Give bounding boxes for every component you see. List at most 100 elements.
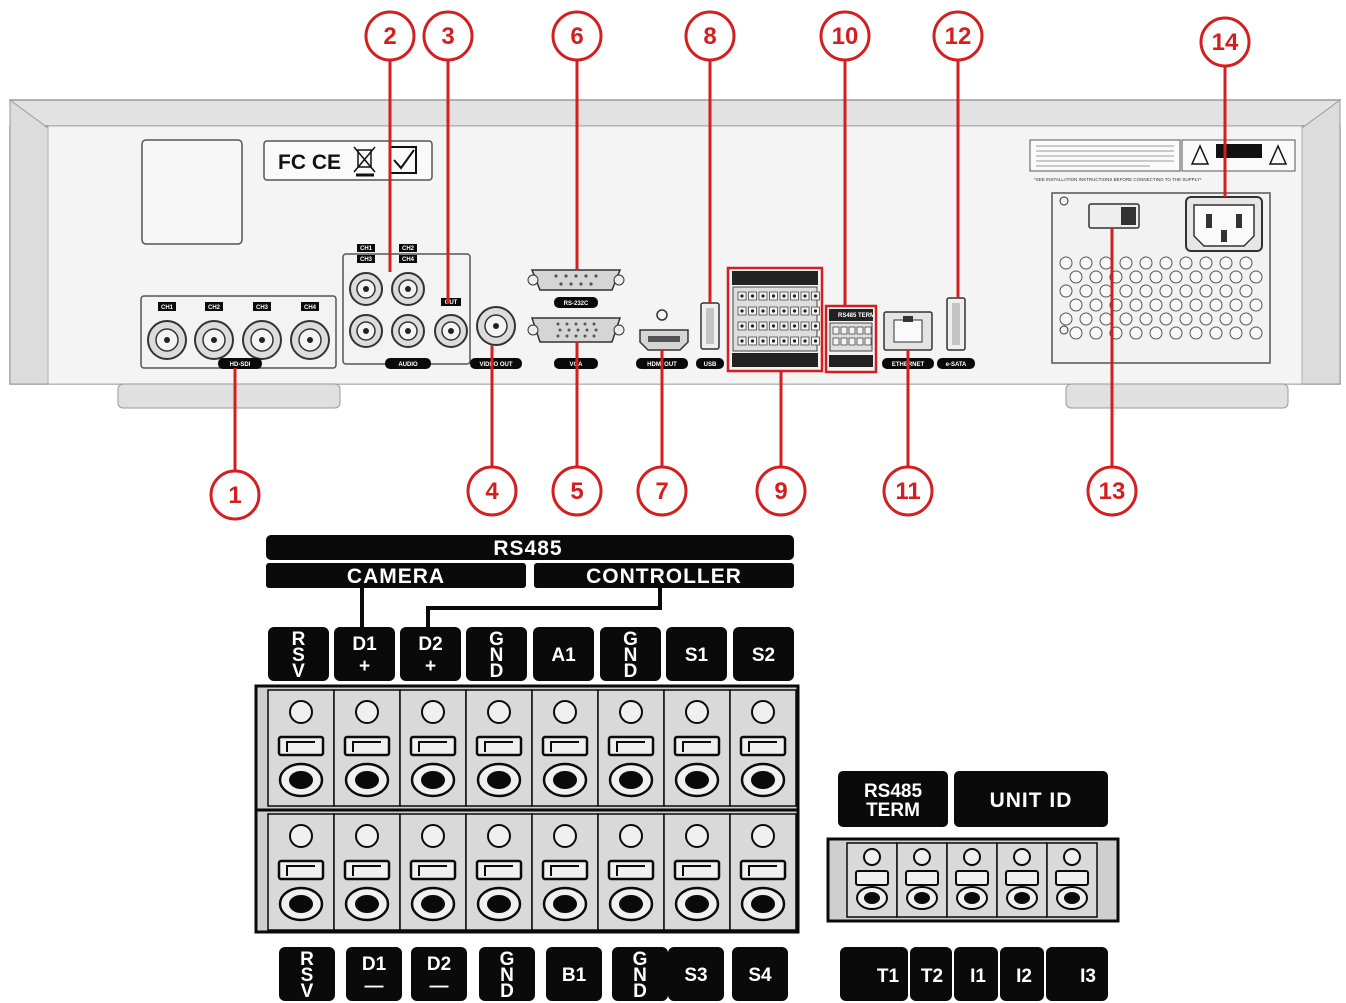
callout-4: 4 [466, 345, 518, 517]
vent-hole [1069, 298, 1083, 312]
pin-label: S2 [733, 627, 794, 681]
unit-pin-text: T1 [877, 966, 900, 987]
vent-hole [1229, 326, 1243, 340]
vent-hole [1159, 312, 1173, 326]
terminal-screw [832, 337, 840, 346]
callout-number: 14 [1212, 29, 1239, 56]
pin-label: A1 [533, 627, 594, 681]
unit-terminal-cell [846, 842, 898, 918]
terminal-screw [832, 326, 840, 335]
video-out-label: VIDEO OUT [479, 362, 512, 368]
pin-label-text: + [359, 656, 370, 677]
bnc-connector: CH4 [290, 302, 330, 360]
vent-hole [1159, 284, 1173, 298]
usb-port: USB [696, 302, 724, 369]
label-sticker-area [141, 139, 243, 245]
bnc-channel-label: CH2 [208, 305, 221, 311]
vent-hole [1199, 256, 1213, 270]
pin-label-text: S3 [684, 965, 707, 986]
pin-label-text: A1 [551, 645, 576, 666]
vent-hole [1139, 256, 1153, 270]
terminal-cell [663, 813, 731, 931]
controller-header: CONTROLLER [586, 565, 742, 588]
pin-label-text: S [292, 645, 305, 666]
pin-label-text: — [365, 976, 384, 997]
vent-hole [1149, 270, 1163, 284]
audio-channel-label: CH3 [360, 257, 373, 263]
vent-hole [1249, 270, 1263, 284]
vent-hole [1129, 326, 1143, 340]
vent-hole [1159, 256, 1173, 270]
callout-7: 7 [636, 350, 688, 517]
callout-14: 14 [1199, 16, 1251, 197]
callout-12: 12 [932, 10, 984, 298]
vent-hole [1139, 284, 1153, 298]
vent-hole [1179, 256, 1193, 270]
callout-5: 5 [551, 342, 603, 517]
pin-label-text: S4 [748, 965, 772, 986]
pin-label-text: D1 [352, 634, 377, 655]
unit-pin-label: I1 [954, 947, 998, 1001]
callout-number: 7 [655, 478, 668, 505]
terminal-screw [864, 337, 872, 346]
callout-number: 10 [832, 23, 859, 50]
terminal-cell [597, 813, 665, 931]
vent-hole [1099, 256, 1113, 270]
pin-label-text: D [490, 661, 504, 682]
vent-hole [1059, 312, 1073, 326]
unit-terminal-cell [1046, 842, 1098, 918]
vent-hole [1119, 256, 1133, 270]
vent-hole [1239, 312, 1253, 326]
supply-note: *SEE INSTALLATION INSTRUCTIONS BEFORE CO… [1034, 177, 1202, 182]
vent-hole [1139, 312, 1153, 326]
terminal-cell [267, 813, 335, 931]
bus-connector-lines [360, 588, 662, 627]
terminal-cell [465, 689, 533, 807]
callout-8: 8 [684, 10, 736, 303]
rs485-term-line1: RS485 [864, 781, 923, 802]
callout-number: 3 [441, 23, 454, 50]
pin-label: GND [466, 627, 527, 682]
pin-label-text: D [633, 981, 647, 1002]
terminal-screw [856, 326, 864, 335]
rs485-terminal-detail: RS485 CAMERA CONTROLLER RSVD1+D2+GNDA1GN… [254, 535, 800, 1002]
regulatory-logos: FC CE [263, 140, 433, 181]
unit-id-header: UNIT ID [990, 789, 1073, 812]
terminal-screw [848, 326, 856, 335]
pin-label-text: D1 [362, 954, 387, 975]
pin-label-text: — [430, 976, 449, 997]
vent-hole [1199, 312, 1213, 326]
pin-label-text: D2 [418, 634, 442, 655]
callout-11: 11 [882, 350, 934, 517]
fc-ce-logo: FC CE [278, 151, 341, 174]
callout-number: 5 [570, 478, 583, 505]
vent-hole [1169, 326, 1183, 340]
vent-hole [1189, 298, 1203, 312]
vent-hole [1059, 256, 1073, 270]
vent-hole [1219, 256, 1233, 270]
rca-jack: CH3 [349, 255, 383, 348]
vent-hole [1079, 312, 1093, 326]
foot-right [1065, 383, 1289, 409]
audio-out-label: OUT [445, 300, 458, 306]
audio-channel-label: CH1 [360, 246, 373, 252]
vent-hole [1189, 270, 1203, 284]
rs232-label: RS-232C [564, 301, 589, 307]
pin-label-text: D [624, 661, 638, 682]
rca-jack: CH2 [391, 244, 425, 306]
unit-pin-text: T2 [921, 966, 943, 987]
callout-13: 13 [1086, 228, 1138, 517]
callout-number: 1 [228, 482, 241, 509]
vent-hole [1089, 326, 1103, 340]
terminal-cell [399, 689, 467, 807]
terminal-cell [663, 689, 731, 807]
terminal-cell [597, 689, 665, 807]
bnc-channel-label: CH1 [161, 305, 174, 311]
pin-label-text: R [300, 949, 314, 970]
pin-label-text: B1 [562, 965, 587, 986]
